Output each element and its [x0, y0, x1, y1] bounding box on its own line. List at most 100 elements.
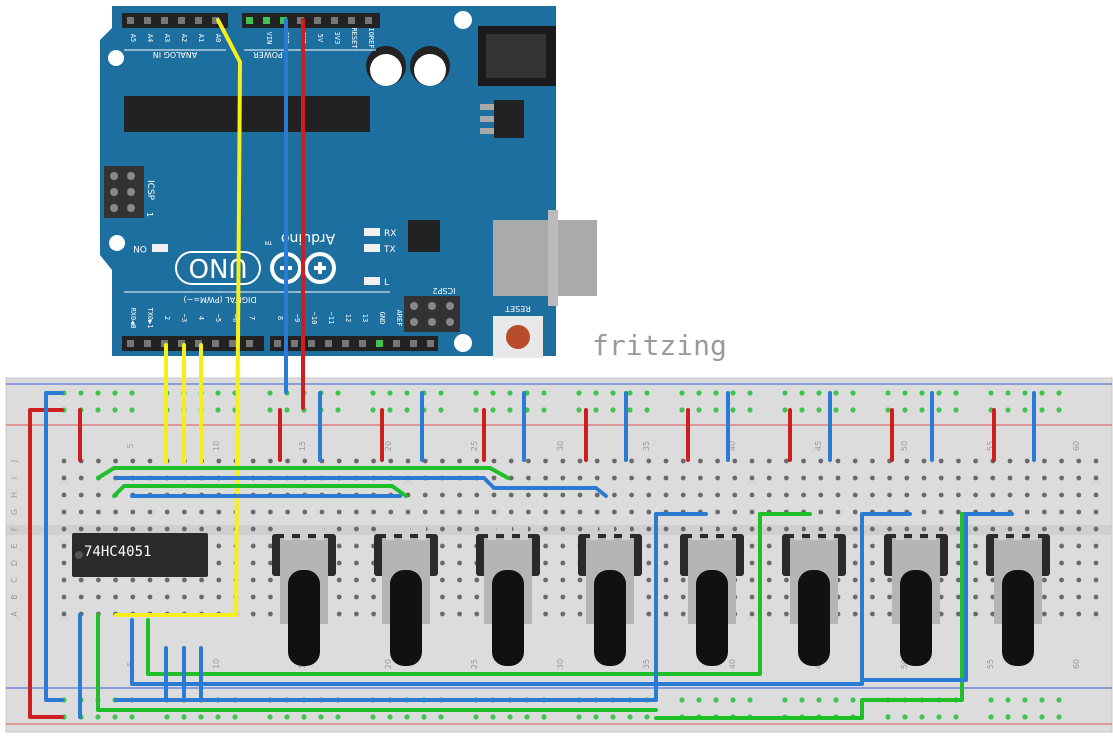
breadboard-hole: [457, 543, 462, 549]
breadboard-hole: [371, 594, 376, 600]
header-pin: [365, 17, 372, 24]
header-pin: [280, 17, 287, 24]
breadboard-hole: [887, 594, 892, 600]
breadboard-hole: [663, 526, 669, 532]
breadboard-hole: [354, 611, 359, 617]
analog-pin-label: A5: [129, 34, 137, 42]
breadboard-hole: [646, 492, 652, 498]
breadboard-hole: [577, 492, 583, 498]
breadboard-hole: [973, 560, 978, 566]
breadboard-hole: [354, 458, 359, 464]
breadboard-hole: [680, 492, 686, 498]
breadboard-hole: [1042, 509, 1047, 515]
digital-pin-label: ~3: [180, 314, 188, 322]
breadboard-hole: [113, 509, 118, 515]
digital-pin-label: 8: [276, 316, 284, 320]
breadboard-hole: [784, 577, 789, 583]
rail-hole: [112, 390, 118, 396]
breadboard-hole: [216, 594, 222, 600]
row-letter: E: [10, 543, 19, 548]
rail-hole: [1039, 714, 1045, 720]
breadboard-hole: [216, 543, 222, 549]
rail-hole: [267, 407, 273, 413]
header-pin: [291, 340, 298, 347]
breadboard-hole: [938, 509, 944, 515]
breadboard-hole: [680, 526, 686, 532]
breadboard-hole: [199, 594, 205, 600]
breadboard-hole: [715, 458, 720, 464]
breadboard-hole: [113, 577, 118, 583]
breadboard-hole: [474, 577, 480, 583]
breadboard-hole: [1042, 492, 1047, 498]
breadboard-hole: [852, 594, 858, 600]
breadboard-hole: [784, 526, 789, 532]
rx-label: RX: [384, 229, 396, 239]
breadboard-hole: [835, 458, 841, 464]
breadboard-hole: [938, 475, 944, 481]
breadboard-hole: [904, 526, 910, 532]
breadboard-hole: [354, 560, 359, 566]
rail-hole: [215, 407, 221, 413]
breadboard-hole: [216, 458, 222, 464]
breadboard-hole: [1076, 560, 1082, 566]
breadboard-hole: [887, 611, 892, 617]
breadboard-hole: [1024, 526, 1030, 532]
rail-hole: [421, 714, 427, 720]
rail-hole: [850, 697, 856, 703]
rail-hole: [610, 714, 616, 720]
row-letter: I: [10, 477, 19, 479]
rail-hole: [1056, 390, 1062, 396]
rail-hole: [610, 390, 616, 396]
breadboard-hole: [508, 509, 514, 515]
header-pin: [331, 17, 338, 24]
breadboard-hole: [646, 509, 652, 515]
wires: [28, 18, 1036, 720]
breadboard-hole: [1024, 475, 1030, 481]
breadboard-hole: [956, 509, 961, 515]
breadboard-hole: [1076, 611, 1082, 617]
breadboard-hole: [268, 611, 273, 617]
rail-hole: [473, 407, 479, 413]
rail-hole: [1005, 714, 1011, 720]
header-pin: [212, 340, 219, 347]
digital-pin-label: 12: [344, 314, 352, 322]
analog-in-label: ANALOG IN: [153, 50, 198, 59]
breadboard-hole: [96, 509, 101, 515]
breadboard-hole: [61, 475, 67, 481]
breadboard-hole: [1059, 458, 1064, 464]
breadboard-hole: [646, 611, 652, 617]
breadboard-hole: [887, 526, 892, 532]
column-number: 30: [556, 659, 565, 669]
led-rx: [364, 228, 380, 236]
column-number: 50: [900, 441, 909, 451]
breadboard-hole: [182, 577, 187, 583]
breadboard-hole: [543, 492, 548, 498]
power-label: POWER: [253, 50, 283, 59]
breadboard-hole: [646, 577, 652, 583]
icsp-pin1-label: 1: [145, 212, 154, 217]
rail-hole: [593, 390, 599, 396]
breadboard-hole: [749, 611, 755, 617]
breadboard-hole: [904, 475, 910, 481]
breadboard-hole: [1093, 611, 1099, 617]
rail-hole: [799, 697, 805, 703]
digital-header-right: [270, 336, 438, 351]
breadboard-hole: [216, 577, 222, 583]
breadboard-hole: [164, 577, 170, 583]
breadboard-hole: [78, 526, 84, 532]
breadboard-hole: [990, 611, 996, 617]
breadboard-hole: [818, 475, 824, 481]
breadboard-hole: [457, 594, 462, 600]
row-letter: J: [10, 460, 19, 463]
rail-hole: [936, 407, 942, 413]
breadboard-hole: [646, 594, 652, 600]
rail-hole: [919, 714, 925, 720]
breadboard-hole: [612, 475, 617, 481]
breadboard-hole: [852, 526, 858, 532]
rail-hole: [782, 407, 788, 413]
breadboard-hole: [870, 560, 875, 566]
rail-hole: [112, 714, 118, 720]
breadboard-hole: [801, 526, 806, 532]
rail-hole: [438, 714, 444, 720]
breadboard-hole: [938, 526, 944, 532]
